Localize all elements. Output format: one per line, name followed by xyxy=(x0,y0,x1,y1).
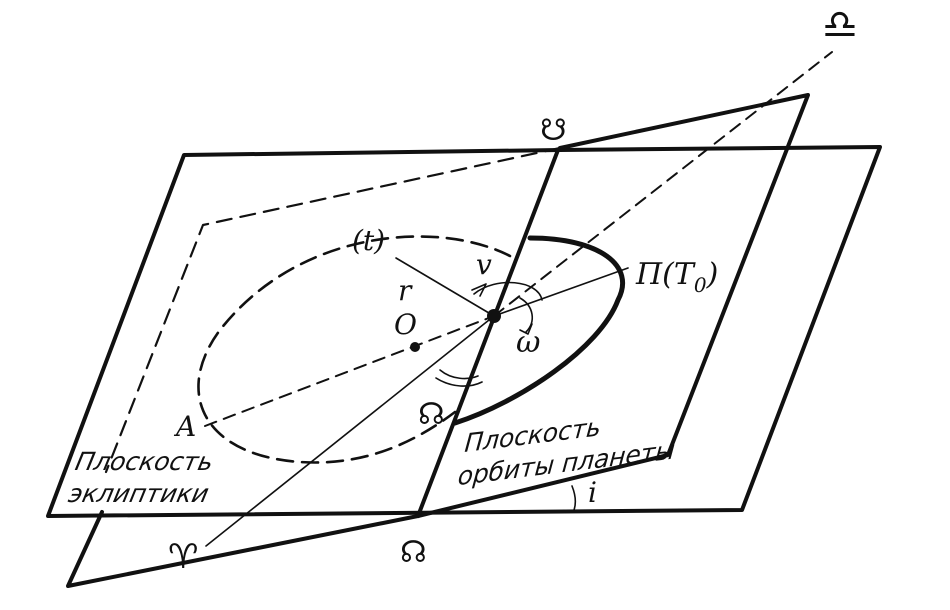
line-of-apsides-dashed xyxy=(204,315,495,427)
aphelion-label: A xyxy=(173,410,196,443)
center-label: O xyxy=(394,308,417,341)
orbit-direction-arrow xyxy=(523,371,553,391)
equinox-line-front xyxy=(205,315,495,547)
radius-vector xyxy=(395,257,495,317)
node-angle-arc-2 xyxy=(435,377,483,387)
arg-perihelion-label: ω xyxy=(516,325,540,360)
ascending-node-symbol: ☊ xyxy=(400,535,427,570)
inclination-arc xyxy=(571,485,577,511)
true-anomaly-arrowhead xyxy=(471,283,487,297)
inclination-label: i xyxy=(588,476,597,509)
node-angle-arc xyxy=(439,369,479,380)
true-anomaly-arc xyxy=(473,281,543,301)
ascending-node-center-symbol: ☊ xyxy=(418,397,445,432)
ellipse-center-dot xyxy=(410,342,420,352)
orbit-plane-front-edge xyxy=(416,93,810,518)
line-of-apsides-solid xyxy=(493,267,629,317)
arg-perihelion-arc xyxy=(519,297,533,333)
orbit-ellipse-hidden xyxy=(197,235,512,464)
line-of-nodes xyxy=(416,148,560,518)
orbit-plane-lower-edge xyxy=(66,510,420,588)
orbit-ellipse-visible xyxy=(452,235,626,426)
radius-label: r xyxy=(398,274,413,307)
equinox-line-back xyxy=(493,51,833,317)
ecliptic-caption-line1: Плоскость xyxy=(73,447,216,476)
descending-node-symbol: ☋ xyxy=(540,113,567,148)
perihelion-label: П(T0) xyxy=(635,257,718,297)
aries-symbol: ♈ xyxy=(168,537,198,577)
orbit-plane-hidden-edge xyxy=(104,146,562,474)
arg-perihelion-arrowhead xyxy=(519,323,533,335)
sun-focus-dot xyxy=(487,309,501,323)
ecliptic-caption-line2: эклиптики xyxy=(66,479,212,508)
ecliptic-plane-outline xyxy=(46,145,882,518)
libra-symbol: ♎ xyxy=(822,2,858,48)
true-anomaly-label: v xyxy=(476,248,492,281)
time-label: (t) xyxy=(352,224,385,257)
